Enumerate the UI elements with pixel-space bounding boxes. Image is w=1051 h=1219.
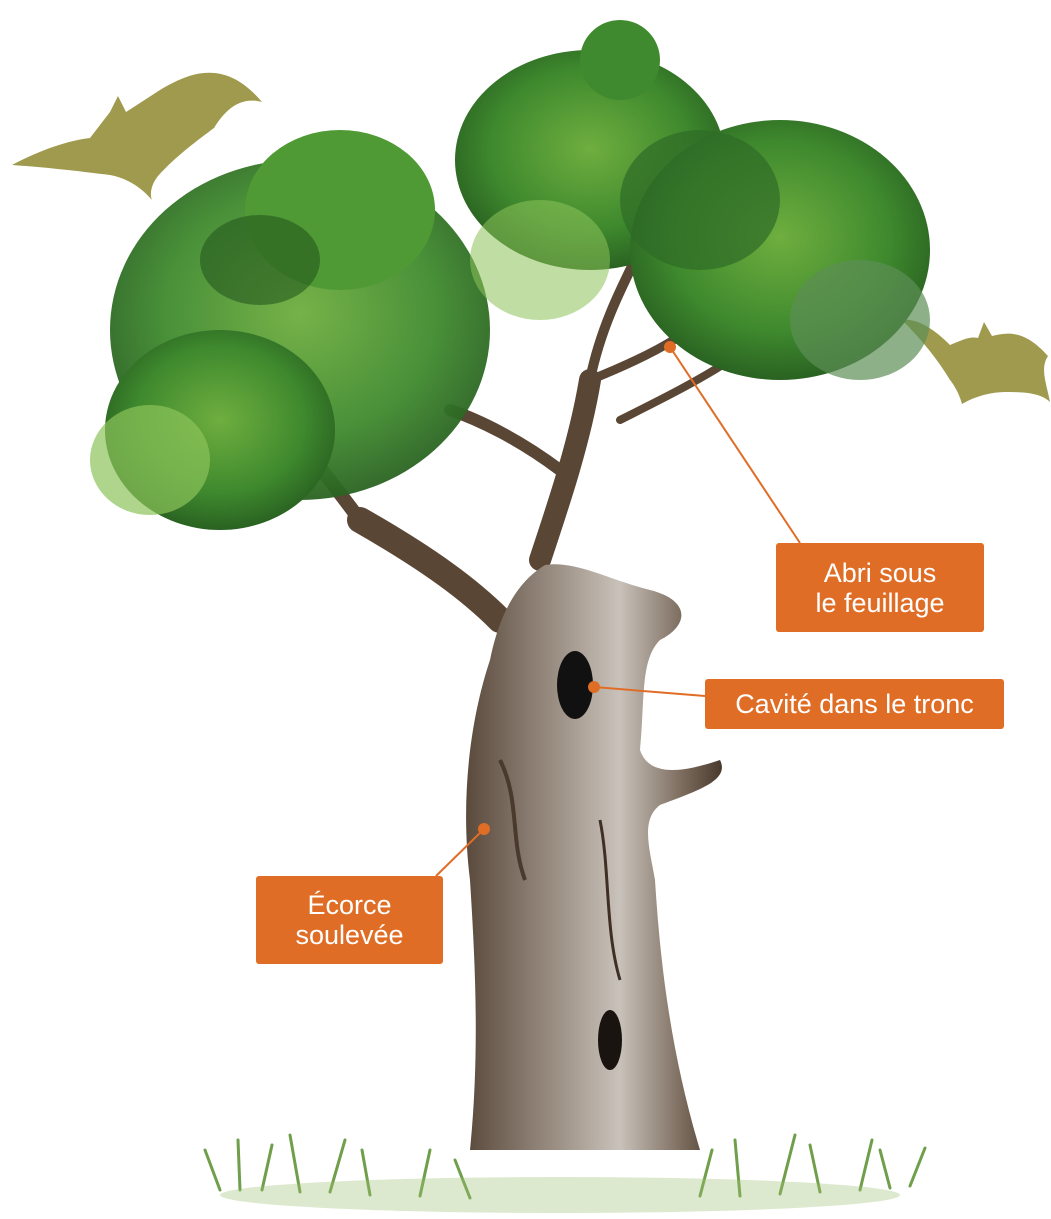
callout-dot	[664, 341, 676, 353]
label-line: soulevée	[295, 920, 403, 950]
callout-dot	[478, 823, 490, 835]
label-line: Abri sous	[824, 558, 937, 588]
callout-dot	[588, 681, 600, 693]
label-line: Écorce	[307, 890, 391, 920]
label-shelter-under-foliage: Abri sous le feuillage	[776, 543, 984, 632]
label-trunk-cavity: Cavité dans le tronc	[705, 679, 1004, 729]
label-line: le feuillage	[815, 588, 944, 618]
label-text: Cavité dans le tronc	[735, 689, 974, 719]
label-lifted-bark: Écorce soulevée	[256, 876, 443, 964]
